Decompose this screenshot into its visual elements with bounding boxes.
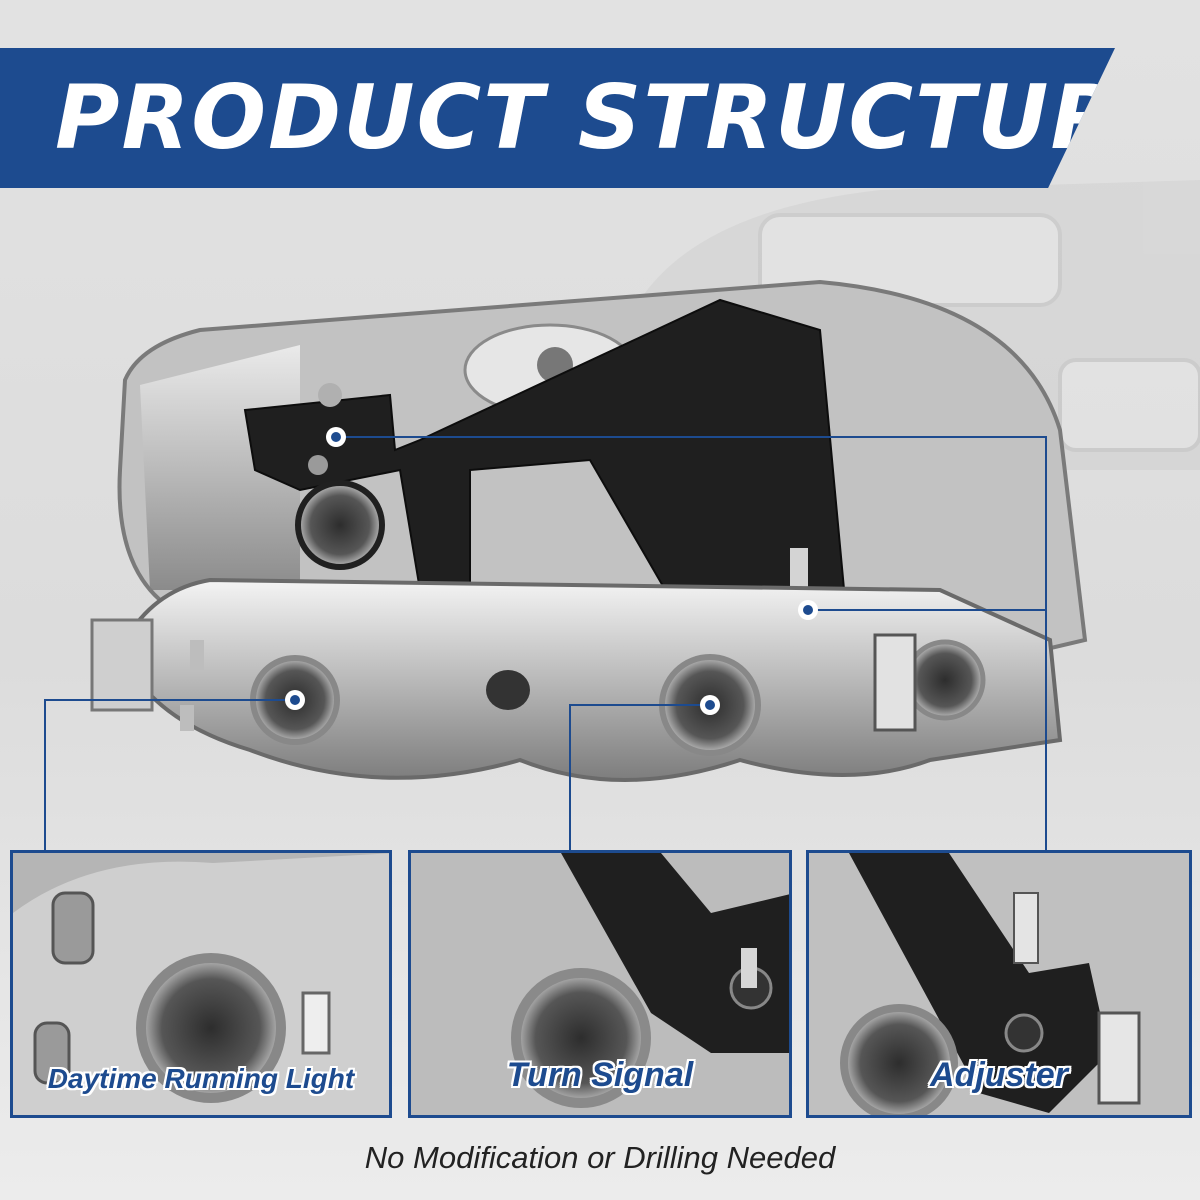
adjuster-closeup <box>809 853 1189 1115</box>
adjuster-label: Adjuster <box>930 1056 1068 1094</box>
detail-panel-adjuster: Adjuster <box>806 850 1192 1118</box>
daytime-running-light-closeup <box>13 853 389 1115</box>
footer-note: No Modification or Drilling Needed <box>364 1140 836 1175</box>
turn-signal-closeup <box>411 853 789 1115</box>
detail-panel-turn-signal: Turn Signal <box>408 850 792 1118</box>
daytime-running-light-label: Daytime Running Light <box>47 1063 355 1094</box>
title-banner: PRODUCT STRUCTURE <box>0 48 1115 188</box>
callout-lines <box>44 436 1047 850</box>
callout-dots <box>285 427 818 715</box>
turn-signal-label: Turn Signal <box>506 1056 694 1094</box>
turn-signal-housing <box>90 577 1063 782</box>
detail-panel-daytime-running-light: Daytime Running Light <box>10 850 392 1118</box>
banner-title: PRODUCT STRUCTURE <box>55 66 1183 169</box>
